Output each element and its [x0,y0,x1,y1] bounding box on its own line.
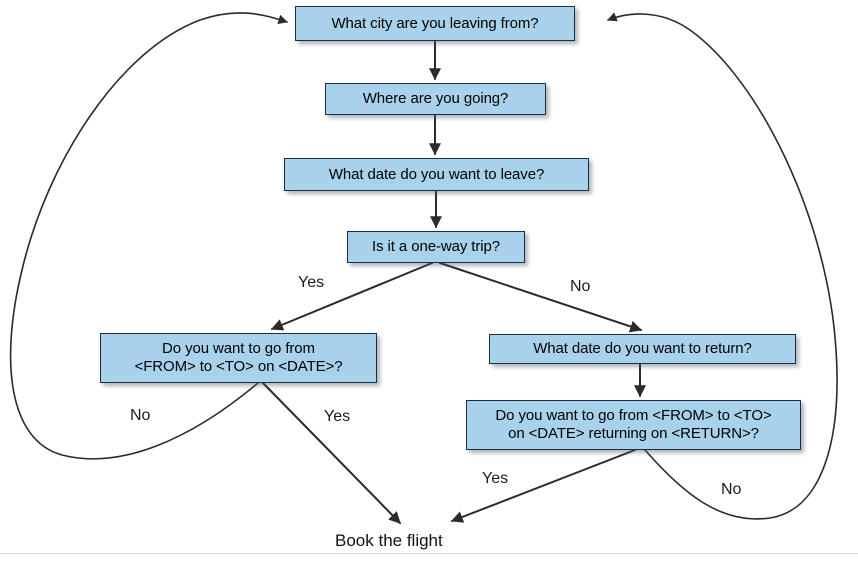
edge-confirmreturn-leavingfrom-no [607,12,838,520]
edge-oneway-confirmoneway-yes [270,262,433,331]
edge-label-oneway-no: No [570,278,591,295]
node-confirm-return[interactable]: Do you want to go from <FROM> to <TO> on… [466,400,801,450]
node-leaving-from[interactable]: What city are you leaving from? [295,6,575,41]
edge-label-confirm-return-no: No [721,481,742,498]
edge-confirmoneway-bookflight-yes [262,382,401,524]
terminal-book-the-flight: Book the flight [335,531,443,550]
edge-label-confirm-return-yes: Yes [482,470,509,487]
node-label: What date do you want to leave? [328,165,545,183]
node-label: Do you want to go from <FROM> to <TO> on… [495,407,772,442]
edge-oneway-datereturn-no [439,262,643,333]
edge-confirmreturn-bookflight-yes [450,449,636,523]
node-label: Where are you going? [362,90,509,108]
edge-confirmoneway-leavingfrom-no [9,12,288,460]
node-one-way-trip[interactable]: Is it a one-way trip? [347,231,525,263]
edge-label-oneway-yes: Yes [298,274,325,291]
node-label: What date do you want to return? [533,340,752,358]
node-label: Is it a one-way trip? [372,238,500,256]
edge-label-confirm-oneway-no: No [130,407,151,424]
node-label: Do you want to go from <FROM> to <TO> on… [134,340,343,375]
node-label: What city are you leaving from? [331,14,539,32]
node-confirm-one-way[interactable]: Do you want to go from <FROM> to <TO> on… [100,333,377,383]
node-date-leave[interactable]: What date do you want to leave? [284,158,589,191]
footer-divider [0,553,858,554]
node-where-going[interactable]: Where are you going? [325,83,546,115]
node-date-return[interactable]: What date do you want to return? [489,334,796,364]
edge-label-confirm-oneway-yes: Yes [324,408,351,425]
